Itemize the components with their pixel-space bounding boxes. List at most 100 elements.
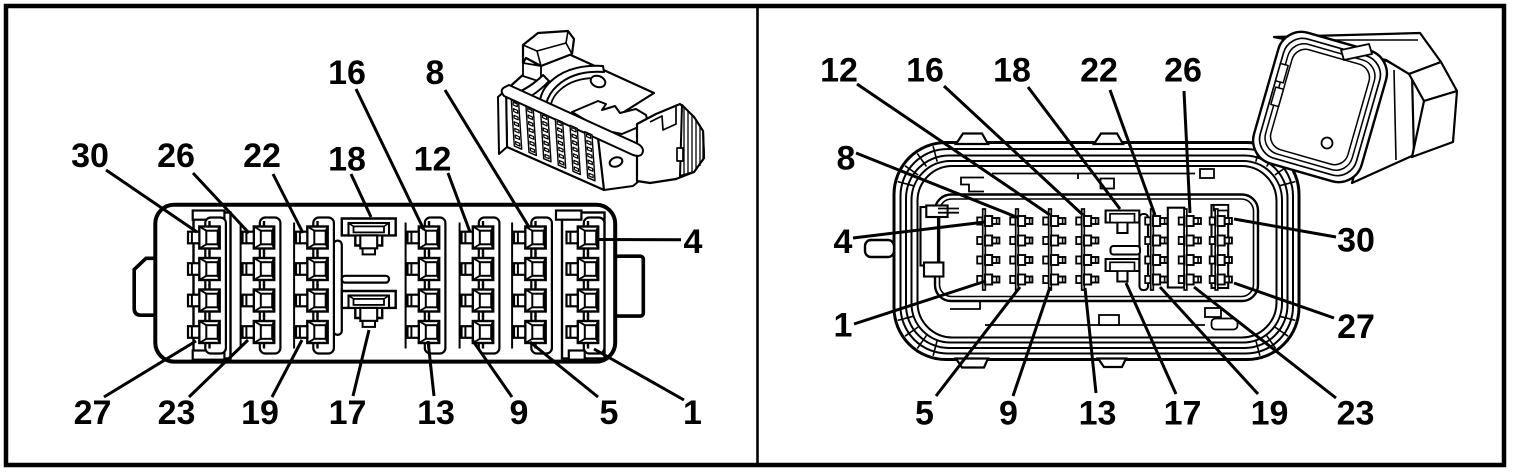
line-art-segment: [925, 204, 949, 219]
iso-terminal-cell: [527, 114, 534, 121]
iso-terminal-cell: [529, 140, 535, 147]
iso-terminal-cell: [557, 133, 563, 140]
terminal-column-strip: [981, 208, 987, 291]
iso-terminal-cell: [543, 147, 550, 153]
pin-terminal-right-9: [1042, 273, 1067, 286]
leader-line-left-27: [103, 339, 197, 399]
iso-terminal-cell: [587, 152, 593, 159]
iso-terminal-cell: [543, 140, 550, 147]
pin-label-right-17: 17: [1164, 395, 1202, 433]
iso-terminal-cell: [572, 146, 578, 153]
right-connector-3d-view: [1251, 30, 1459, 185]
line-art-segment: [497, 89, 508, 155]
leader-line-left-23: [187, 338, 250, 399]
line-art-segment: [960, 176, 984, 193]
line-art-segment: [922, 261, 945, 278]
pin-label-right-26: 26: [1164, 52, 1202, 90]
leader-line-right-18: [1026, 86, 1122, 210]
left-key-terminal-18: [340, 217, 397, 256]
left-connector-left-ear: [132, 256, 160, 317]
seal-rib-hatch: [932, 145, 938, 162]
pin-terminal-right-8: [1009, 215, 1034, 227]
pin-label-right-19: 19: [1251, 395, 1289, 433]
seal-rib-hatch: [897, 180, 914, 187]
pin-label-right-12: 12: [820, 52, 858, 90]
pin-terminal-right-10: [1042, 254, 1067, 266]
iso-terminal-cell: [544, 153, 550, 160]
iso-terminal-cell: [556, 127, 563, 133]
seal-rib-hatch: [904, 326, 919, 337]
line-art-segment: [571, 100, 649, 135]
line-art-segment: [676, 147, 684, 162]
pin-label-right-30: 30: [1337, 222, 1375, 260]
pin-terminal-right-15: [1075, 234, 1100, 247]
iso-terminal-cell: [573, 159, 579, 166]
line-art-segment: [340, 274, 391, 284]
line-art-segment: [1410, 89, 1459, 159]
pin-label-left-26: 26: [157, 137, 195, 175]
line-art-segment: [1199, 168, 1215, 179]
line-art-segment: [550, 77, 601, 105]
leader-line-right-8: [855, 151, 1020, 220]
pin-label-left-23: 23: [158, 394, 196, 432]
leader-line-left-1: [593, 347, 685, 402]
leader-line-left-26: [191, 171, 251, 235]
line-art-segment: [567, 349, 586, 361]
line-art-segment: [554, 209, 583, 221]
iso-terminal-cell: [571, 133, 578, 140]
pin-label-right-8: 8: [837, 140, 856, 178]
leader-line-right-4: [852, 220, 986, 240]
line-art-segment: [361, 319, 377, 328]
pin-label-left-27: 27: [74, 394, 112, 432]
iso-terminal-cell: [588, 172, 594, 179]
line-art-segment: [938, 198, 1255, 298]
pin-label-right-1: 1: [834, 307, 853, 345]
line-art-segment: [361, 247, 377, 256]
pin-terminal-right-7: [1009, 234, 1034, 247]
pin-terminal-right-11: [1042, 234, 1067, 247]
seal-rib-hatch: [897, 315, 914, 322]
iso-terminal-cell: [542, 120, 548, 127]
line-art-segment: [1270, 86, 1285, 108]
iso-terminal-cell: [557, 140, 564, 146]
left-key-terminal-17: [340, 289, 397, 328]
iso-terminal-cell: [587, 166, 594, 172]
pin-terminal-right-19: [1144, 273, 1169, 286]
figure-frame: [3, 3, 1507, 468]
pin-terminal-right-6: [1009, 254, 1034, 266]
leader-line-left-12: [446, 172, 472, 233]
line-art-segment: [863, 238, 896, 259]
iso-terminal-cell: [514, 127, 520, 134]
right-key-terminal-17: [1104, 257, 1141, 283]
line-art-segment: [565, 30, 569, 44]
terminal-column-strip: [1080, 208, 1086, 291]
leader-line-left-19: [270, 339, 304, 398]
leader-line-left-9: [471, 340, 514, 398]
line-art-segment: [976, 208, 1233, 291]
line-art-segment: [1274, 62, 1289, 84]
seal-rib-hatch: [904, 165, 919, 176]
pin-label-right-5: 5: [915, 395, 934, 433]
iso-terminal-cell: [542, 127, 549, 134]
line-art-segment: [1258, 37, 1382, 177]
leader-line-right-22: [1108, 89, 1157, 216]
iso-terminal-cell: [585, 133, 592, 139]
pin-terminal-right-29: [1208, 234, 1233, 247]
leader-line-left-18: [349, 173, 373, 218]
pin-terminal-right-16: [1075, 215, 1100, 227]
pin-terminal-right-20: [1144, 254, 1169, 266]
iso-terminal-cell: [573, 166, 580, 173]
iso-terminal-cell: [513, 121, 520, 128]
line-art-segment: [352, 225, 385, 234]
pin-terminal-right-22: [1144, 215, 1169, 227]
pin-terminal-right-30: [1208, 215, 1233, 227]
pin-label-left-22: 22: [243, 137, 281, 175]
line-art-segment: [649, 106, 677, 131]
iso-terminal-cell: [558, 146, 564, 153]
leader-line-right-27: [1233, 281, 1335, 320]
leader-line-right-23: [1193, 285, 1337, 400]
terminal-column-strip: [1214, 208, 1219, 291]
iso-terminal-cell: [528, 127, 534, 134]
seal-rib-hatch: [1279, 180, 1296, 187]
